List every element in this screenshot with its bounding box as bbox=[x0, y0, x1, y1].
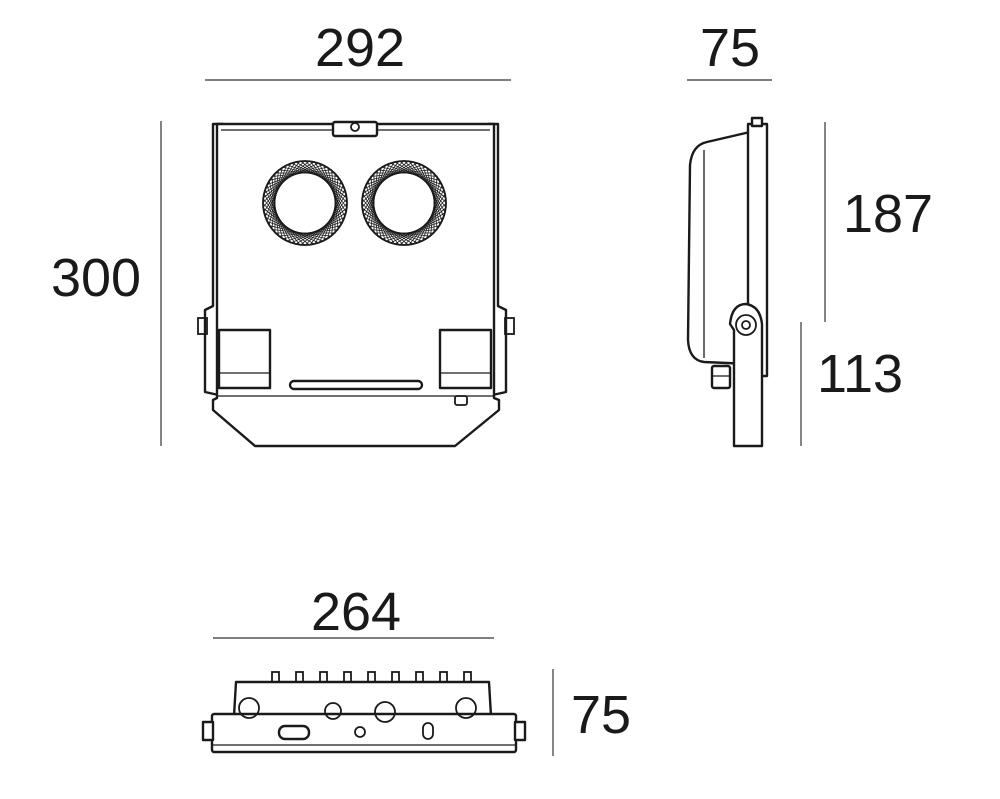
front-right-block bbox=[438, 328, 493, 390]
lens-right bbox=[361, 160, 447, 246]
front-top-clip bbox=[331, 120, 379, 138]
dim-front-width: 292 bbox=[315, 18, 405, 78]
front-housing bbox=[211, 122, 501, 448]
side-mount-bracket bbox=[728, 302, 764, 448]
bottom-view: 264 75 bbox=[201, 582, 631, 756]
front-top-screw bbox=[350, 122, 360, 132]
front-view: 292 300 bbox=[51, 18, 515, 448]
dim-side-lower: 113 bbox=[817, 344, 903, 404]
side-pivot-knob bbox=[735, 314, 757, 336]
starburst-square bbox=[370, 169, 438, 237]
lens-starburst-left bbox=[262, 160, 348, 246]
dim-bottom-depth: 75 bbox=[571, 685, 631, 745]
dim-side-upper: 187 bbox=[843, 184, 933, 244]
dim-front-height: 300 bbox=[51, 248, 141, 308]
side-top-clip bbox=[750, 116, 764, 128]
left-bracket-tab bbox=[197, 317, 208, 335]
starburst-square bbox=[271, 169, 339, 237]
dim-bottom-width: 264 bbox=[311, 582, 401, 642]
side-pivot-center bbox=[741, 320, 751, 330]
front-connector bbox=[454, 395, 468, 406]
front-vent-slot bbox=[288, 379, 424, 391]
bottom-housing bbox=[232, 680, 493, 718]
bottom-center-knob bbox=[324, 702, 342, 720]
side-cable-gland bbox=[710, 364, 732, 390]
bottom-screw bbox=[354, 726, 366, 738]
bottom-connector-slot bbox=[277, 724, 311, 741]
lens-starburst-right bbox=[361, 160, 447, 246]
bottom-left-tab bbox=[201, 720, 215, 742]
lens-left bbox=[262, 160, 348, 246]
bottom-valve bbox=[374, 701, 396, 723]
bottom-pill bbox=[422, 722, 434, 740]
front-left-block bbox=[217, 328, 272, 390]
dim-side-depth: 75 bbox=[700, 18, 760, 78]
bottom-right-tab bbox=[513, 720, 527, 742]
bottom-right-knob bbox=[455, 697, 477, 719]
bottom-left-knob bbox=[238, 697, 260, 719]
side-view: 75 187 113 bbox=[686, 18, 933, 448]
right-bracket-tab bbox=[504, 317, 515, 335]
